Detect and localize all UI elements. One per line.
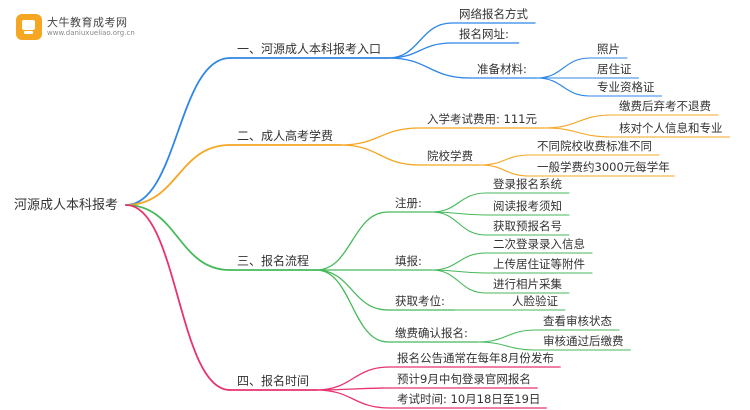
connector-branch-1-item-3-sub-1 — [536, 57, 591, 79]
connector-branch-3-item-1-sub-1 — [431, 192, 487, 213]
brand-url: www.daniuxueliao.org.cn — [47, 29, 135, 37]
branch-2-item-1-sub-1: 缴费后弃考不退费 — [619, 99, 711, 113]
book-icon — [16, 14, 42, 40]
connector-branch-1-item-3 — [387, 57, 471, 79]
branch-1-item-3-sub-1: 照片 — [597, 42, 620, 56]
connector-branch-2-item-2-sub-1 — [479, 154, 531, 166]
branch-3-item-1-sub-2: 阅读报考须知 — [493, 199, 562, 213]
connector-branch-3-item-1-sub-3 — [431, 211, 487, 236]
branch-3-item-2-sub-2: 上传居住证等附件 — [493, 257, 585, 271]
branch-3-item-3-sub-1: 人脸验证 — [512, 294, 558, 308]
connector-root-branch-3 — [125, 204, 231, 271]
connector-branch-2-item-2 — [339, 144, 421, 166]
branch-3-item-4-sub-1: 查看审核状态 — [543, 314, 612, 328]
branch-2-item-1: 入学考试费用: 111元 — [427, 112, 537, 126]
connector-root-branch-2 — [125, 144, 231, 206]
branch-4-label: 四、报名时间 — [237, 373, 309, 388]
branch-3-item-2: 填报: — [395, 254, 422, 268]
branch-3-item-3: 获取考位: — [395, 294, 445, 308]
connector-branch-4-item-1 — [315, 366, 391, 391]
branch-1-item-3-sub-2: 居住证 — [597, 62, 632, 76]
branch-4-item-1: 报名公告通常在每年8月份发布 — [397, 351, 554, 365]
connector-branch-1-item-1 — [387, 22, 453, 59]
branch-1-item-2: 报名网址: — [459, 27, 509, 41]
connector-branch-2-item-1 — [339, 127, 421, 146]
branch-4-item-3: 考试时间: 10月18日至19日 — [397, 392, 540, 406]
branch-1-item-3: 准备材料: — [477, 62, 527, 76]
branch-4-item-2: 预计9月中旬登录官网报名 — [397, 372, 531, 386]
brand-logo: 大牛教育成考网 www.daniuxueliao.org.cn — [16, 14, 135, 40]
brand-title: 大牛教育成考网 — [47, 16, 128, 29]
connector-branch-1-item-2 — [387, 42, 453, 59]
connector-root-branch-1 — [125, 57, 231, 206]
branch-2-item-1-sub-2: 核对个人信息和专业 — [619, 121, 723, 135]
root-topic: 河源成人本科报考 — [14, 198, 118, 213]
branch-3-item-4-sub-2: 审核通过后缴费 — [543, 334, 624, 348]
branch-2-label: 二、成人高考学费 — [237, 128, 333, 143]
connector-branch-2-item-1-sub-1 — [544, 114, 613, 129]
connector-branch-3-item-2-sub-3 — [431, 269, 487, 294]
branch-3-item-1-sub-3: 获取预报名号 — [493, 219, 562, 233]
branch-2-item-2-sub-2: 一般学费约3000元每学年 — [537, 160, 670, 174]
connector-branch-3-item-4-sub-2 — [477, 341, 537, 351]
connector-branch-3-item-1 — [315, 211, 389, 271]
branch-3-label: 三、报名流程 — [237, 253, 309, 268]
branch-2-item-2: 院校学费 — [427, 149, 473, 163]
brand-text: 大牛教育成考网 www.daniuxueliao.org.cn — [47, 16, 135, 38]
branch-3-item-1: 注册: — [395, 196, 422, 210]
branch-3-item-1-sub-1: 登录报名系统 — [493, 177, 562, 191]
connector-branch-2-item-1-sub-2 — [544, 127, 613, 138]
connector-root-branch-4 — [125, 204, 231, 391]
branch-3-item-4: 缴费确认报名: — [395, 326, 468, 340]
branch-3-item-2-sub-3: 进行相片采集 — [493, 277, 562, 291]
connector-branch-3-item-2-sub-1 — [431, 252, 487, 271]
branch-3-item-2-sub-1: 二次登录录入信息 — [493, 237, 585, 251]
connector-branch-3-item-4-sub-1 — [477, 329, 537, 343]
branch-1-label: 一、河源成人本科报考入口 — [237, 41, 381, 56]
connector-branch-4-item-3 — [315, 389, 391, 409]
connector-branch-1-item-3-sub-3 — [536, 77, 591, 97]
branch-2-item-2-sub-1: 不同院校收费标准不同 — [537, 139, 652, 153]
connector-branch-2-item-2-sub-2 — [479, 164, 531, 177]
branch-1-item-1: 网络报名方式 — [459, 7, 528, 21]
connector-branch-3-item-3 — [315, 269, 389, 311]
branch-1-item-3-sub-3: 专业资格证 — [597, 80, 655, 94]
connector-branch-3-item-4 — [315, 269, 389, 343]
